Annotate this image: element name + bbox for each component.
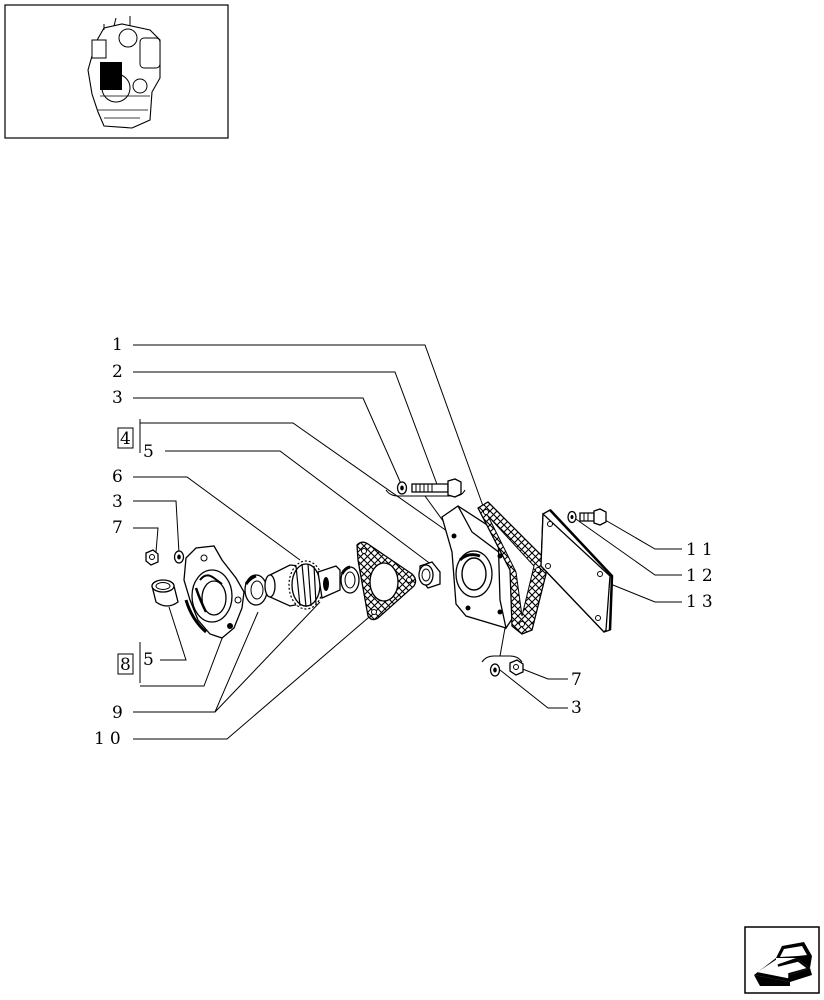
callout-10: 10 <box>94 729 126 749</box>
callout-12: 12 <box>686 566 718 586</box>
thumbnail-frame[interactable] <box>4 4 229 139</box>
callout-11: 11 <box>686 540 718 560</box>
callout-9: 9 <box>112 703 128 723</box>
callout-1: 1 <box>112 335 128 355</box>
callout-5: 5 <box>143 442 159 462</box>
bolt <box>411 478 462 498</box>
gasket <box>477 501 547 635</box>
callout-8: 8 <box>120 655 136 675</box>
callout-6: 6 <box>112 467 128 487</box>
callout-3: 3 <box>112 492 128 512</box>
callout-7: 7 <box>571 670 587 690</box>
callout-2: 2 <box>112 362 128 382</box>
callout-13: 13 <box>686 592 718 612</box>
bearing-ring <box>244 574 268 606</box>
gasket <box>356 541 417 621</box>
washer <box>489 663 501 677</box>
callout-labels: 1 2 3 4 5 6 3 7 8 5 9 10 11 12 13 7 3 <box>94 335 718 749</box>
cover-plate <box>540 509 614 633</box>
nut <box>509 659 524 676</box>
previous-page-button[interactable] <box>744 926 820 994</box>
washer <box>173 550 185 564</box>
leader-lines <box>133 344 682 740</box>
previous-page-arrow-icon <box>754 942 812 986</box>
callout-3: 3 <box>571 698 587 718</box>
bearing-ring <box>340 565 360 594</box>
engine-overview-icon <box>87 16 161 129</box>
callout-5: 5 <box>143 650 159 670</box>
pump-housing <box>183 545 245 639</box>
callout-3: 3 <box>112 388 128 408</box>
callout-7: 7 <box>112 518 128 538</box>
bushing <box>418 561 441 589</box>
washer <box>396 481 408 495</box>
highlight-area <box>100 62 122 90</box>
callout-4: 4 <box>120 429 136 449</box>
screw <box>567 508 607 526</box>
bushing <box>151 579 179 607</box>
gear <box>264 560 341 610</box>
nut <box>145 549 159 566</box>
